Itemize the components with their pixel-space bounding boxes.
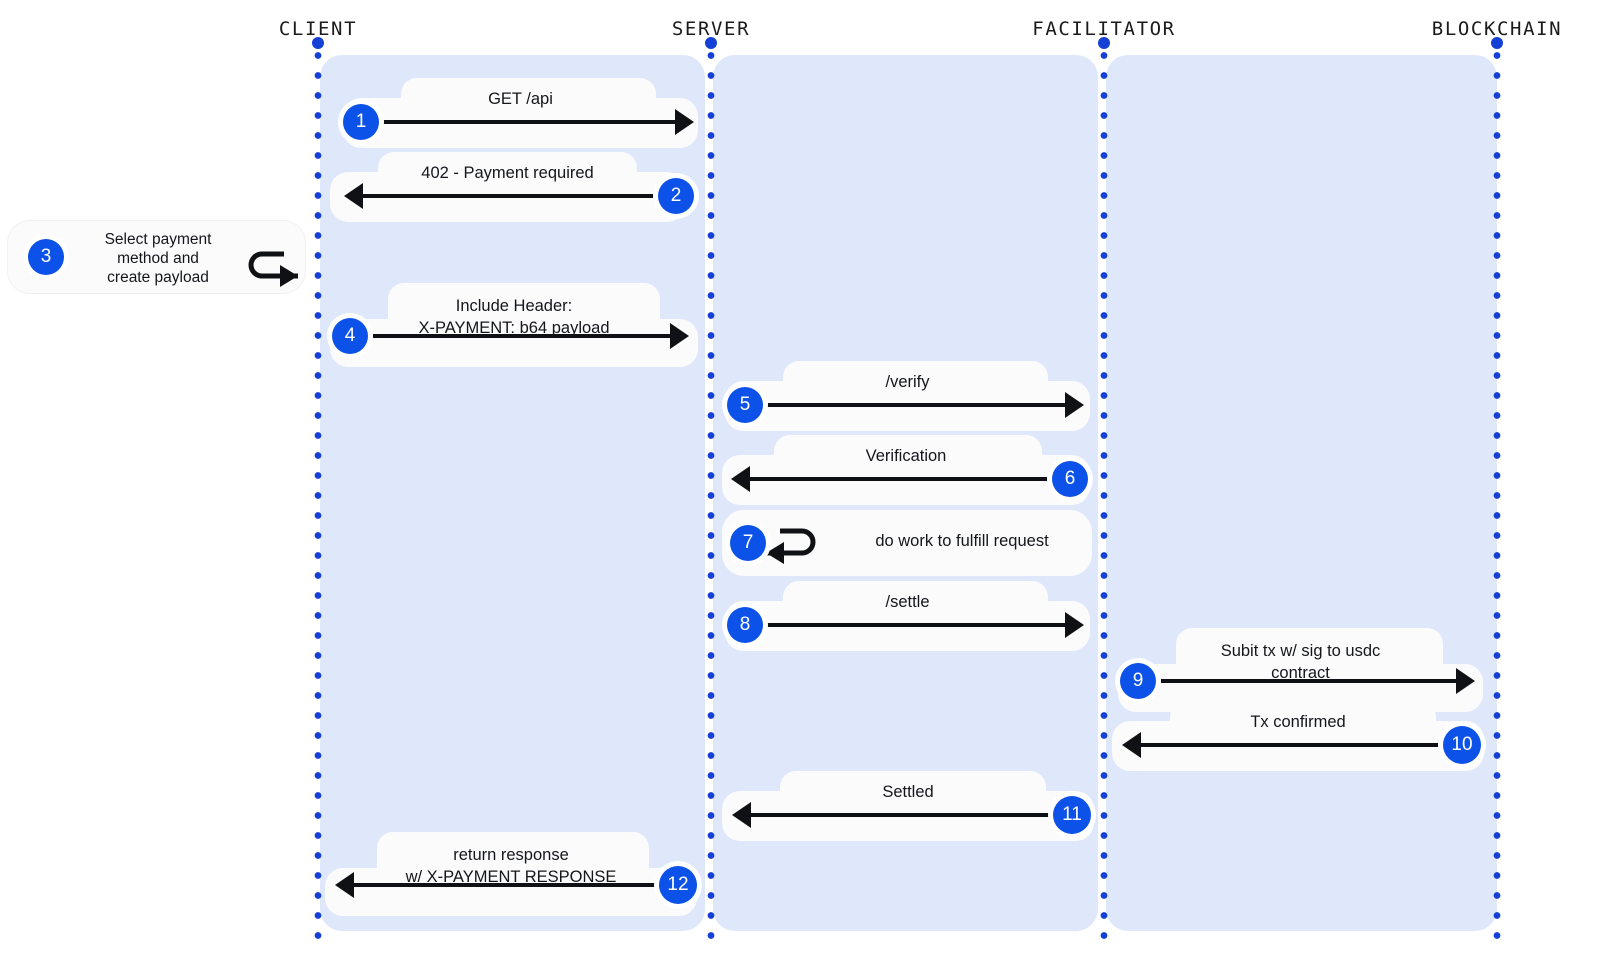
message-pill [325,868,697,916]
self-loop-step-7[interactable]: 7 do work to fulfill request [722,510,1092,576]
self-note-label-3: Select payment method and create payload [104,231,212,286]
arrow-line-8 [745,623,1069,627]
lifeline-head-client [312,37,324,49]
lifeline-client [314,52,322,942]
loop-arrow-right-icon [248,251,298,287]
lifeline-blockchain [1493,52,1501,942]
message-step-12[interactable]: return response w/ X-PAYMENT RESPONSE 12 [325,832,697,916]
message-step-6[interactable]: Verification 6 [722,435,1090,505]
arrow-head-right-5 [1065,392,1084,418]
arrow-line-9 [1138,679,1460,683]
message-label-5: /verify [885,373,930,391]
message-label-8: /settle [885,593,930,611]
message-label-1: GET /api [488,90,553,108]
lane-title-client: CLIENT [278,18,358,40]
message-step-2[interactable]: 402 - Payment required 2 [330,152,694,222]
self-loop-label-7: do work to fulfill request [875,532,1049,550]
message-label-12: return response w/ X-PAYMENT RESPONSE [405,846,617,886]
arrow-head-left-6 [731,466,750,492]
lane-background-facilitator [1106,55,1497,931]
arrow-line-11 [751,813,1073,817]
step-badge-2[interactable]: 2 [658,178,694,214]
lifeline-head-facilitator [1098,37,1110,49]
step-badge-7[interactable]: 7 [730,525,766,561]
arrow-head-right-9 [1456,668,1475,694]
arrow-line-10 [1141,743,1463,747]
message-label-6: Verification [865,447,947,465]
lifeline-server [707,52,715,942]
step-badge-1[interactable]: 1 [343,104,379,140]
step-badge-4[interactable]: 4 [332,318,368,354]
lifeline-head-server [705,37,717,49]
message-step-9[interactable]: Subit tx w/ sig to usdc contract 9 [1118,628,1483,712]
message-label-10: Tx confirmed [1250,713,1346,731]
arrow-line-5 [745,403,1069,407]
message-step-5[interactable]: /verify 5 [725,361,1090,431]
step-badge-11[interactable]: 11 [1053,796,1091,834]
arrow-line-4 [350,334,674,338]
arrow-head-left-10 [1122,732,1141,758]
step-badge-6[interactable]: 6 [1052,461,1088,497]
step-badge-12[interactable]: 12 [659,866,697,904]
message-step-8[interactable]: /settle 8 [725,581,1090,651]
message-label-9: Subit tx w/ sig to usdc contract [1220,642,1381,682]
arrow-line-12 [354,883,679,887]
lane-title-blockchain: BLOCKCHAIN [1431,18,1563,40]
step-badge-10[interactable]: 10 [1443,726,1481,764]
message-label-11: Settled [882,783,934,801]
message-label-2: 402 - Payment required [421,164,594,182]
step-badge-9[interactable]: 9 [1120,663,1156,699]
lane-title-facilitator: FACILITATOR [1032,18,1176,40]
lane-title-server: SERVER [671,18,751,40]
message-pill [330,319,698,367]
lifeline-head-blockchain [1491,37,1503,49]
arrow-head-left-2 [344,183,363,209]
loop-arrow-left-icon [766,528,816,564]
message-step-1[interactable]: GET /api 1 [343,78,698,148]
arrow-line-6 [750,477,1072,481]
lifeline-facilitator [1100,52,1108,942]
arrow-head-right-1 [675,109,694,135]
self-note-step-3[interactable]: 3 Select payment method and create paylo… [8,221,305,293]
arrow-line-2 [363,194,676,198]
message-step-11[interactable]: Settled 11 [722,771,1094,841]
arrow-head-left-12 [335,872,354,898]
arrow-line-1 [361,120,679,124]
message-step-4[interactable]: Include Header: X-PAYMENT: b64 payload 4 [330,283,698,367]
arrow-head-right-8 [1065,612,1084,638]
arrow-head-left-11 [732,802,751,828]
step-badge-5[interactable]: 5 [727,387,763,423]
arrow-head-right-4 [670,323,689,349]
step-badge-8[interactable]: 8 [727,607,763,643]
step-badge-3[interactable]: 3 [28,239,64,275]
message-label-4: Include Header: X-PAYMENT: b64 payload [418,297,610,337]
message-step-10[interactable]: Tx confirmed 10 [1112,701,1484,771]
